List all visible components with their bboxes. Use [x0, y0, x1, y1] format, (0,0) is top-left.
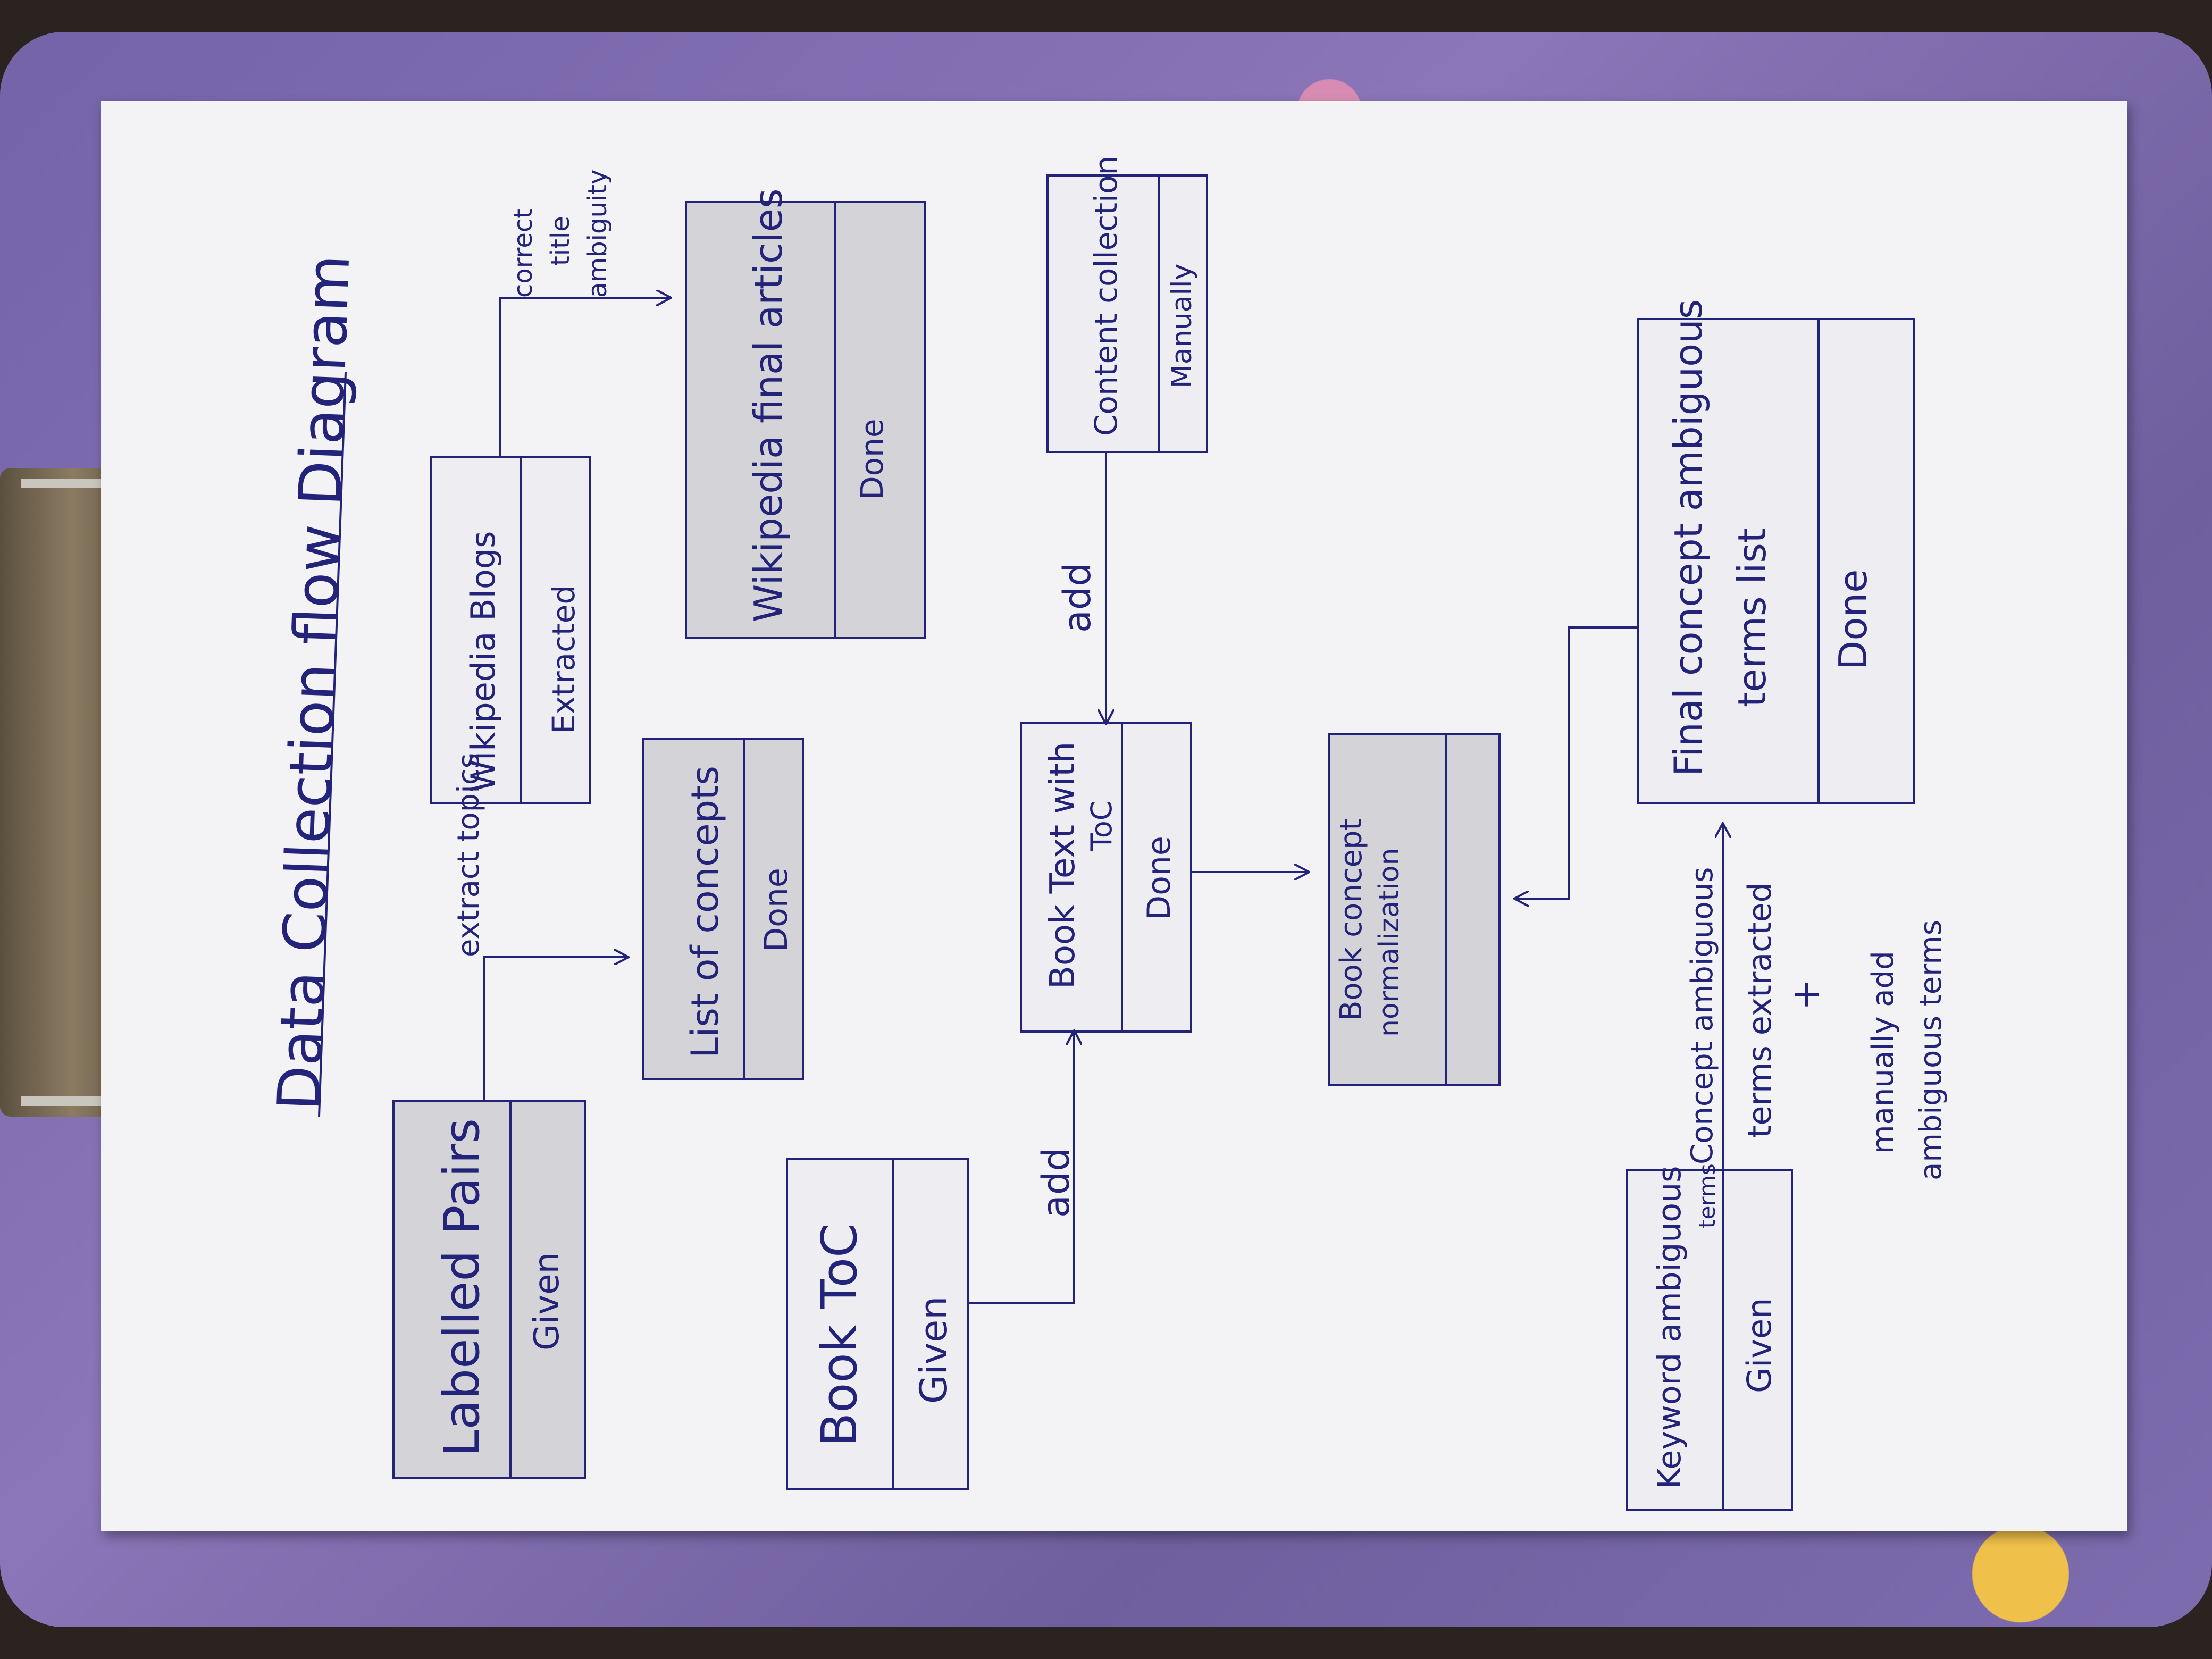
box-book-toc — [786, 1158, 969, 1490]
box-labelled-pairs — [392, 1100, 586, 1479]
wikipedia-blogs-status: Extracted — [546, 585, 582, 734]
content-collection-status: Manually — [1166, 264, 1198, 388]
box-book-text — [1020, 722, 1192, 1033]
edge-final-to-norm — [1515, 626, 1638, 899]
final-ambiguous-label: Final concept ambiguous — [1666, 299, 1711, 776]
book-norm-label-2: normalization — [1373, 848, 1405, 1037]
edge-label-ambiguity: ambiguity — [583, 170, 613, 298]
box-wikipedia-final — [685, 201, 926, 639]
box-wikipedia-blogs — [430, 456, 591, 804]
final-ambiguous-status: Done — [1831, 569, 1875, 670]
wikipedia-blogs-label: Wikipedia Blogs — [464, 531, 502, 792]
edge-label-correct: correct — [508, 208, 538, 298]
book-text-label: Book Text with — [1043, 742, 1083, 989]
keyword-ambiguous-label: Keyword ambiguous — [1651, 1166, 1688, 1489]
keyword-ambiguous-label-2: terms — [1694, 1163, 1720, 1228]
edge-label-title: title — [546, 216, 575, 266]
keyword-ambiguous-status: Given — [1740, 1298, 1779, 1393]
edge-label-ambiguous-terms: ambiguous terms — [1914, 920, 1948, 1180]
edge-add-toc — [968, 1032, 1074, 1304]
final-ambiguous-label-2: terms list — [1730, 528, 1774, 707]
edge-label-add-toc: add — [1034, 1147, 1078, 1218]
box-book-normalization — [1328, 733, 1501, 1086]
box-list-of-concepts — [642, 738, 804, 1080]
edge-label-manually-add: manually add — [1866, 951, 1900, 1154]
labelled-pairs-status: Given — [527, 1252, 567, 1351]
wikipedia-final-label: Wikipedia final articles — [746, 189, 791, 622]
book-toc-label: Book ToC — [811, 1224, 868, 1446]
list-of-concepts-label: List of concepts — [683, 766, 727, 1058]
title-underline — [318, 372, 347, 1117]
edge-label-plus: + — [1784, 979, 1828, 1010]
book-norm-label: Book concept — [1334, 819, 1369, 1021]
book-text-label-2: ToC — [1085, 800, 1118, 851]
wikipedia-final-status: Done — [854, 418, 890, 500]
edge-label-concept-ambiguous: Concept ambiguous — [1685, 867, 1720, 1164]
list-of-concepts-status: Done — [758, 868, 795, 952]
edge-correct-title — [499, 298, 670, 457]
box-content-collection — [1046, 174, 1208, 453]
diagram-title: Data Collection flow Diagram — [265, 254, 363, 1112]
book-text-status: Done — [1141, 836, 1178, 920]
edge-label-terms-extracted: terms extracted — [1741, 882, 1779, 1138]
box-final-ambiguous — [1637, 318, 1915, 804]
book-toc-status: Given — [912, 1296, 956, 1404]
content-collection-label: Content collection — [1088, 156, 1124, 436]
edge-extract-topics — [483, 957, 627, 1101]
labelled-pairs-label: Labelled Pairs — [433, 1118, 490, 1457]
edge-label-add-content: add — [1055, 563, 1099, 633]
box-keyword-ambiguous — [1626, 1169, 1793, 1511]
edge-label-extract-topics: extract topics — [451, 753, 486, 957]
